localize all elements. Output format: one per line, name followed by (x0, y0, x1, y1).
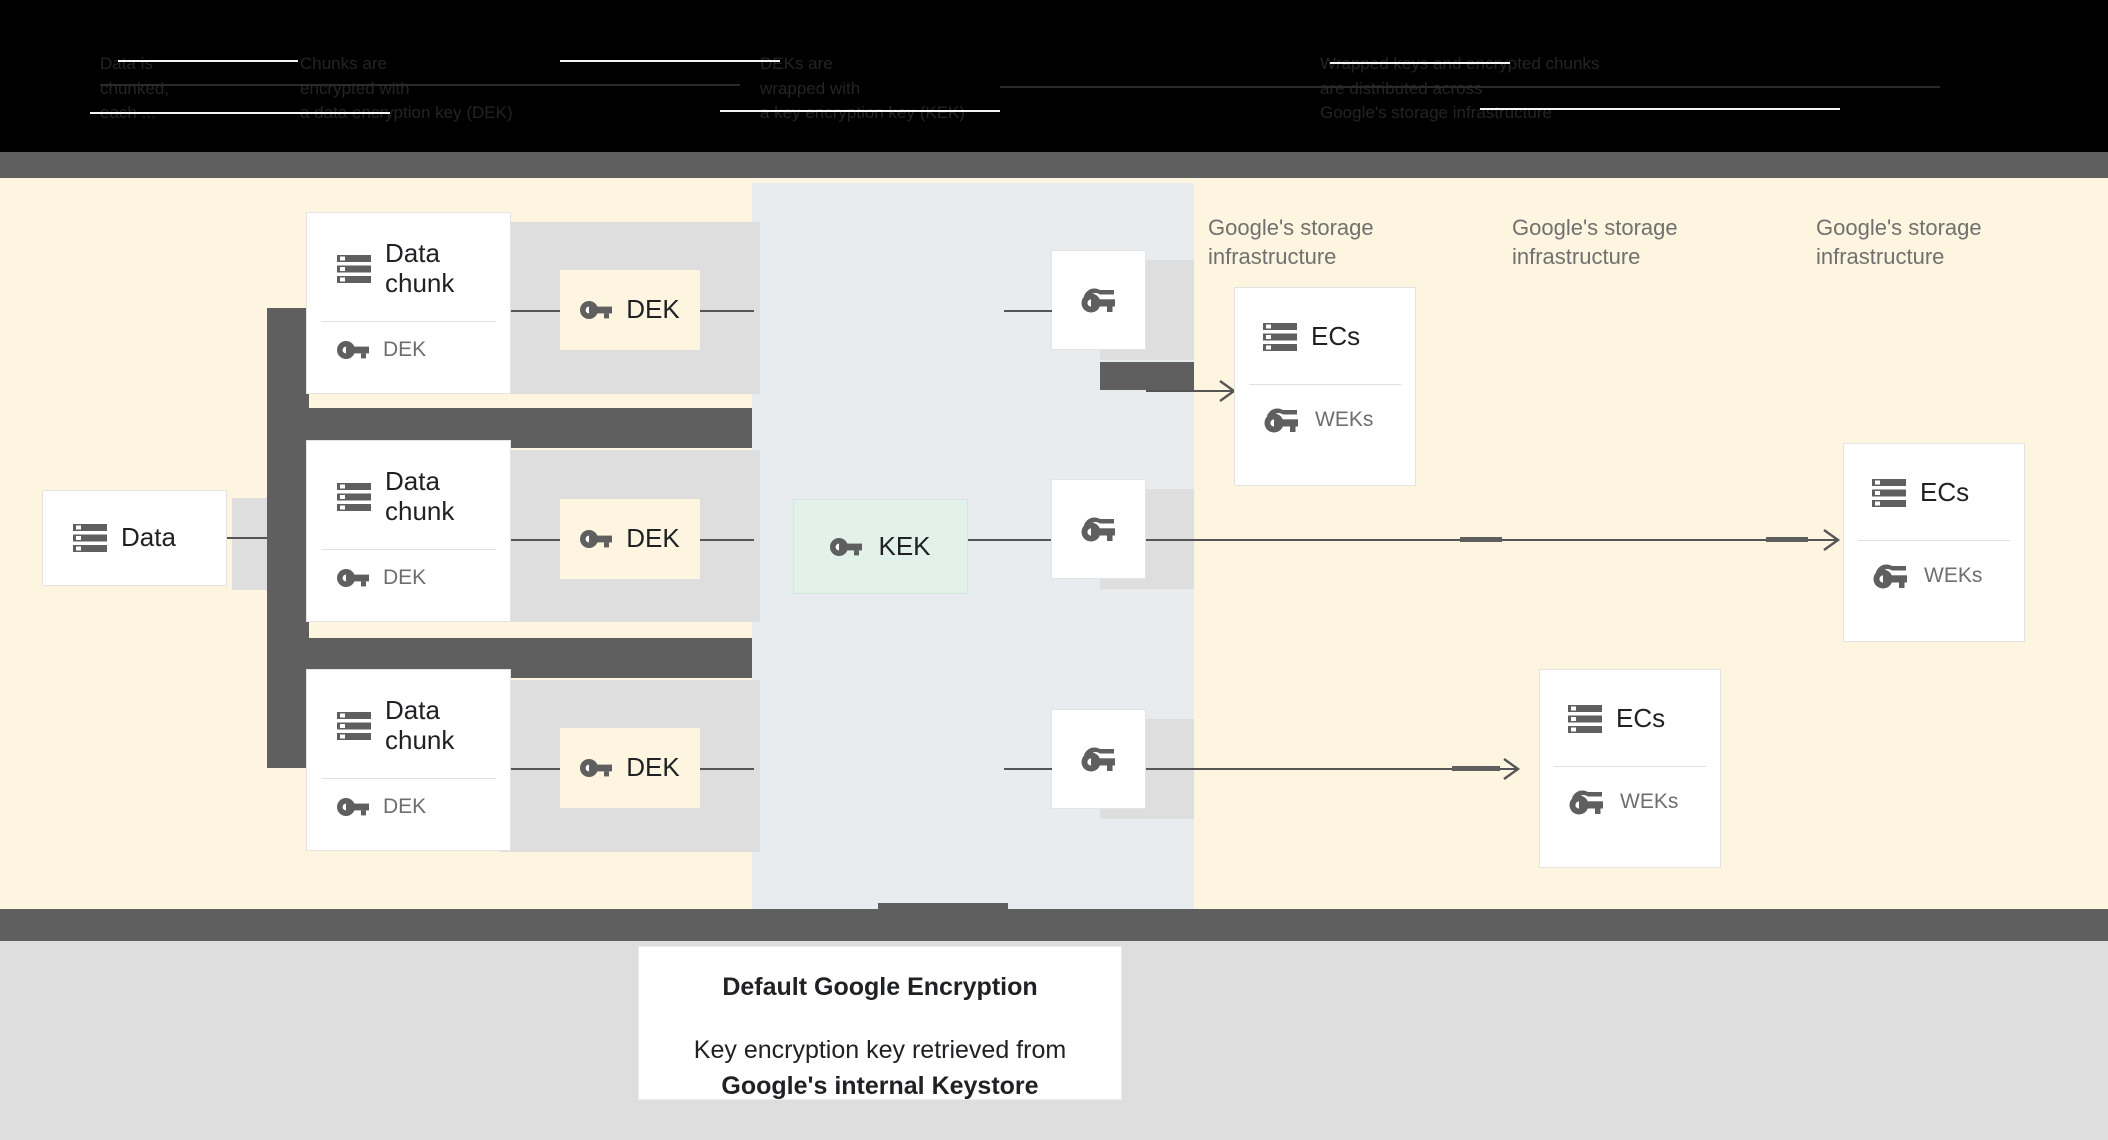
key-icon (830, 537, 863, 557)
ecs-card-1[interactable]: ECs WEKs (1234, 287, 1416, 486)
wire-kek-to-wek2 (968, 539, 1052, 541)
wire-kek-to-wek3 (1004, 768, 1052, 770)
header-divider-band (0, 152, 2108, 178)
chunk-card-3[interactable]: Data chunk DEK (306, 669, 511, 851)
chunk-card-divider-1 (321, 320, 496, 322)
wrapped-key-icon (1568, 789, 1606, 815)
dek-box-label-1: DEK (626, 294, 680, 325)
header-strike-1 (118, 60, 298, 62)
wrapped-key-icon (1080, 516, 1118, 542)
caption-body-line-1: Key encryption key retrieved from (693, 1036, 1067, 1064)
header-strike-7 (720, 110, 1000, 112)
wire-kek-to-wek1 (1004, 310, 1052, 312)
dek-box-2[interactable]: DEK (560, 499, 700, 579)
server-icon (337, 254, 371, 284)
ecs-card-3[interactable]: ECs WEKs (1539, 669, 1721, 868)
wek-box-2[interactable] (1051, 479, 1146, 579)
storage-section-label-1: Google's storage infrastructure (1208, 215, 1374, 269)
key-icon (580, 300, 613, 320)
header-strike-6 (90, 112, 390, 114)
kek-box[interactable]: KEK (793, 499, 968, 594)
top-occluded-header (0, 0, 2108, 178)
server-icon (1872, 478, 1906, 508)
caption-body-line-2: Google's internal Keystore (721, 1072, 1039, 1101)
key-icon (580, 758, 613, 778)
chunk-card-label-3: Data chunk (385, 695, 455, 755)
storage-section-label-2: Google's storage infrastructure (1512, 215, 1678, 269)
ecs-card-2[interactable]: ECs WEKs (1843, 443, 2025, 642)
chunk-card-key-label-2: DEK (383, 565, 427, 589)
caption-title: Default Google Encryption (722, 973, 1038, 1001)
header-strike-2 (560, 60, 780, 62)
header-ghost-col-3: DEKs are wrapped with a key encryption k… (760, 54, 966, 123)
key-icon (337, 797, 369, 817)
header-ghost-col-2: Chunks are encrypted with a data encrypt… (300, 54, 513, 123)
ecs-card-key-label-3: WEKs (1620, 790, 1679, 813)
ecs-card-title-3: ECs (1616, 703, 1666, 734)
arrow-occlusion-1 (1100, 362, 1194, 390)
chunk-card-divider-3 (321, 777, 496, 779)
wire-chunk2-to-dek2 (511, 539, 561, 541)
arrow-thick-seg-2a (1460, 537, 1502, 542)
server-icon (1568, 704, 1602, 734)
storage-section-label-3: Google's storage infrastructure (1816, 215, 1982, 269)
header-ghost-col-1: Data is chunked, each ... (100, 54, 169, 123)
chunk-card-label-1: Data chunk (385, 238, 455, 298)
chunk-card-key-label-1: DEK (383, 337, 427, 361)
chunk-card-key-label-3: DEK (383, 794, 427, 818)
footer-divider-band (0, 909, 2108, 941)
key-icon (580, 529, 613, 549)
arrow-line-to-ecs-3 (1146, 768, 1516, 770)
ecs-card-key-label-1: WEKs (1315, 408, 1374, 431)
chunk-card-divider-2 (321, 548, 496, 550)
chunk-card-1[interactable]: Data chunk DEK (306, 212, 511, 394)
wire-chunk3-to-dek3 (511, 768, 561, 770)
wire-chunk1-to-dek1 (511, 310, 561, 312)
ecs-card-divider-2 (1858, 540, 2010, 541)
ecs-card-title-1: ECs (1311, 321, 1361, 352)
kek-box-label: KEK (878, 530, 931, 561)
arrow-thick-seg-3a (1452, 766, 1500, 771)
bracket-occlusion-vertical (267, 308, 309, 768)
dek-box-3[interactable]: DEK (560, 728, 700, 808)
header-strike-3 (1330, 62, 1510, 64)
key-icon (337, 568, 369, 588)
wire-dek2-to-kek (700, 539, 754, 541)
chunk-card-label-2: Data chunk (385, 466, 455, 526)
arrow-thick-seg-2b (1766, 537, 1808, 542)
dek-box-label-2: DEK (626, 523, 680, 554)
wek-box-3[interactable] (1051, 709, 1146, 809)
data-card-label: Data (121, 522, 176, 553)
arrow-line-to-ecs-1 (1146, 390, 1236, 392)
header-strike-4 (100, 84, 740, 86)
chunk-card-2[interactable]: Data chunk DEK (306, 440, 511, 622)
wrapped-key-icon (1080, 287, 1118, 313)
wire-dek1-to-kek (700, 310, 754, 312)
wrapped-key-icon (1080, 746, 1118, 772)
wrapped-key-icon (1263, 407, 1301, 433)
arrow-head-to-ecs-2 (1823, 529, 1841, 551)
server-icon (1263, 322, 1297, 352)
kek-panel-bottom-notch (878, 903, 1008, 915)
header-strike-5 (1000, 86, 1940, 88)
caption-card: Default Google Encryption Key encryption… (638, 946, 1122, 1100)
ecs-card-divider-1 (1249, 384, 1401, 385)
ecs-card-key-label-2: WEKs (1924, 564, 1983, 587)
server-icon (337, 711, 371, 741)
dek-box-1[interactable]: DEK (560, 270, 700, 350)
wire-dek3-to-kek (700, 768, 754, 770)
wrapped-key-icon (1872, 563, 1910, 589)
wek-box-1[interactable] (1051, 250, 1146, 350)
ecs-card-title-2: ECs (1920, 477, 1970, 508)
server-icon (337, 482, 371, 512)
header-strike-8 (1480, 108, 1840, 110)
server-icon (73, 523, 107, 553)
ecs-card-divider-3 (1554, 766, 1706, 767)
arrow-head-to-ecs-3 (1503, 758, 1521, 780)
data-card[interactable]: Data (42, 490, 227, 586)
dek-box-label-3: DEK (626, 752, 680, 783)
key-icon (337, 340, 369, 360)
